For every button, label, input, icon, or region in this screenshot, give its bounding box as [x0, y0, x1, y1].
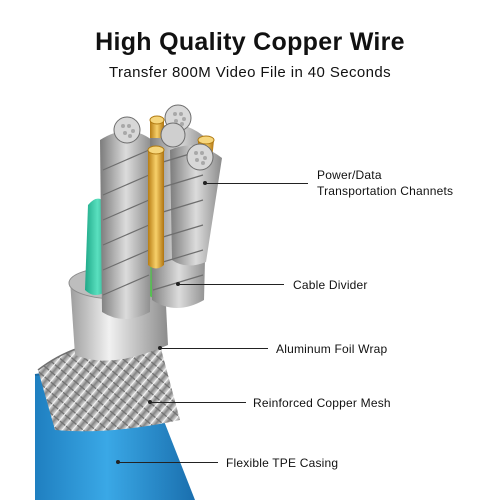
label-copper-mesh: Reinforced Copper Mesh [253, 396, 391, 410]
callout-line-copper-mesh [150, 402, 246, 403]
label-tpe-casing: Flexible TPE Casing [226, 456, 339, 470]
label-aluminum-foil: Aluminum Foil Wrap [276, 342, 388, 356]
label-cable-divider: Cable Divider [293, 278, 368, 292]
callout-line-aluminum-foil [160, 348, 268, 349]
label-power-data-line1: Power/Data [317, 168, 382, 182]
label-power-data-line2: Transportation Channets [317, 184, 454, 198]
label-power-data: Power/Data Transportation Channets [317, 167, 453, 199]
strand-ends [113, 104, 214, 171]
callout-line-cable-divider [178, 284, 284, 285]
page-subtitle: Transfer 800M Video File in 40 Seconds [108, 64, 391, 81]
data-strands [100, 124, 222, 319]
callout-line-tpe-casing [118, 462, 218, 463]
page-title: High Quality Copper Wire [95, 28, 405, 56]
callout-line-power-data [205, 183, 308, 184]
